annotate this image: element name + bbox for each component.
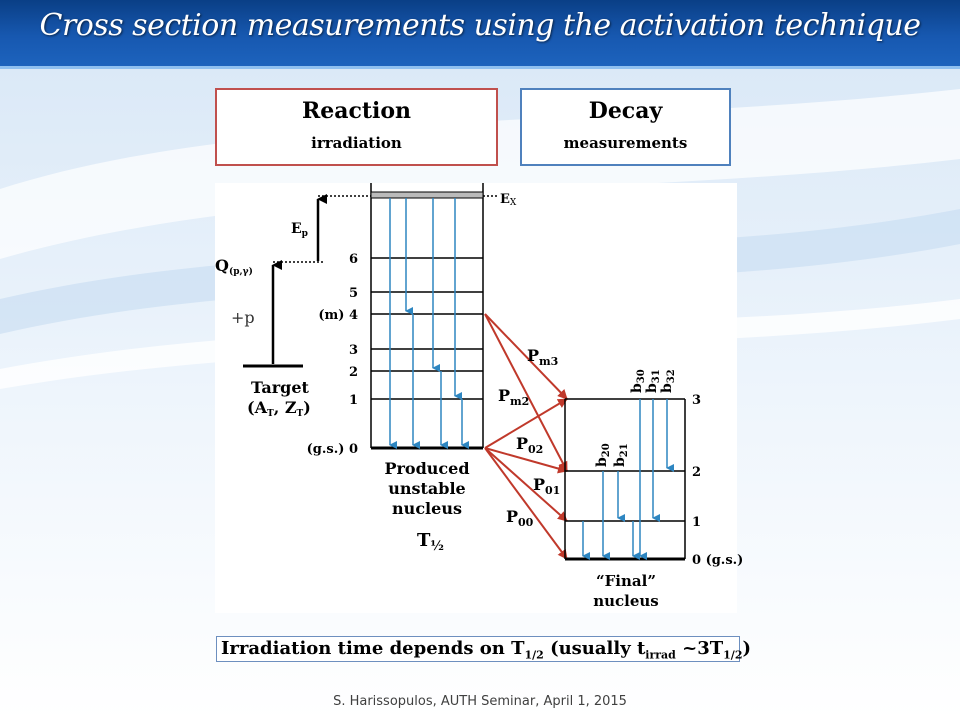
decay-arrow-02b bbox=[484, 447, 568, 474]
produced-level-label-4: (m) 4 bbox=[318, 308, 358, 323]
irradiation-note: Irradiation time depends on T1/2 (usuall… bbox=[216, 636, 751, 662]
reaction-box: Reaction irradiation bbox=[215, 88, 498, 166]
decay-arrow-02 bbox=[484, 398, 568, 449]
ex-label: EX bbox=[500, 192, 517, 208]
slide-title: Cross section measurements using the act… bbox=[39, 8, 921, 43]
transition-label-00: P00 bbox=[506, 507, 534, 529]
reaction-title: Reaction bbox=[301, 98, 412, 124]
final-caption-2: nucleus bbox=[593, 592, 659, 610]
slide-credit: S. Harissopulos, AUTH Seminar, April 1, … bbox=[333, 694, 627, 709]
target-group: Q(p,γ) Ep +p Target (AT, ZT) bbox=[215, 194, 371, 419]
half-life-label: T½ bbox=[417, 530, 444, 554]
produced-nucleus: EX 6 5 (m) 4 3 2 1 (g.s.) 0 Produced uns… bbox=[307, 183, 517, 554]
produced-level-label-6: 6 bbox=[349, 252, 358, 267]
decay-box: Decay measurements bbox=[520, 88, 731, 166]
produced-level-label-5: 5 bbox=[349, 286, 358, 301]
produced-level-label-1: 1 bbox=[349, 393, 358, 408]
decay-arrow-01 bbox=[484, 447, 568, 522]
target-label: Target bbox=[251, 378, 310, 397]
decay-arrow-m2 bbox=[484, 313, 568, 472]
branch-label-30: b30 bbox=[629, 369, 647, 393]
activation-level-diagram: Q(p,γ) Ep +p Target (AT, ZT) EX 6 5 (m) … bbox=[215, 183, 743, 610]
decay-arrows: Pm3 Pm2 P02 P01 P00 bbox=[484, 313, 568, 560]
final-level-label-0: 0 (g.s.) bbox=[692, 553, 743, 568]
ep-label: Ep bbox=[291, 221, 308, 239]
transition-label-m3: Pm3 bbox=[527, 346, 558, 368]
produced-caption-2: unstable bbox=[388, 479, 465, 498]
branch-label-20: b20 bbox=[594, 443, 612, 467]
branch-label-31: b31 bbox=[644, 369, 662, 393]
plus-p-label: +p bbox=[231, 308, 255, 327]
ex-band bbox=[370, 191, 484, 199]
produced-level-label-0: (g.s.) 0 bbox=[307, 442, 358, 457]
diagram-panel bbox=[215, 183, 737, 613]
reaction-subtitle: irradiation bbox=[311, 134, 402, 152]
branch-label-32: b32 bbox=[659, 369, 677, 393]
final-nucleus: 3 2 1 0 (g.s.) b20 b21 b30 b31 b32 “Fina… bbox=[564, 369, 743, 610]
transition-label-01: P01 bbox=[533, 475, 560, 497]
produced-caption-1: Produced bbox=[384, 459, 469, 478]
decay-arrow-m3 bbox=[484, 313, 568, 400]
final-caption-1: “Final” bbox=[596, 572, 656, 590]
target-az-label: (AT, ZT) bbox=[247, 398, 311, 419]
transition-label-m2: Pm2 bbox=[498, 386, 529, 408]
final-level-label-1: 1 bbox=[692, 515, 701, 530]
decay-arrow-00 bbox=[484, 447, 568, 560]
decay-subtitle: measurements bbox=[563, 134, 688, 152]
produced-level-label-3: 3 bbox=[349, 343, 358, 358]
title-bar: Cross section measurements using the act… bbox=[0, 0, 960, 69]
decay-title: Decay bbox=[588, 98, 663, 124]
produced-caption-3: nucleus bbox=[392, 499, 462, 518]
transition-label-02: P02 bbox=[516, 434, 543, 456]
final-level-label-3: 3 bbox=[692, 393, 701, 408]
branch-label-21: b21 bbox=[612, 443, 630, 467]
final-level-label-2: 2 bbox=[692, 465, 701, 480]
q-label: Q(p,γ) bbox=[215, 256, 253, 277]
produced-level-label-2: 2 bbox=[349, 365, 358, 380]
